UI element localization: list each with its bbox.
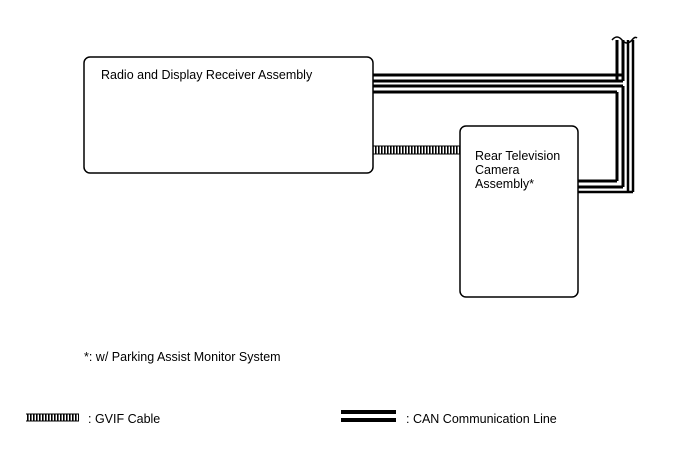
camera-label-line-1: Rear Television	[475, 149, 560, 163]
line-break-symbol	[611, 36, 638, 44]
radio-display-receiver-assembly: Radio and Display Receiver Assembly	[83, 56, 374, 174]
can-legend-label: : CAN Communication Line	[406, 412, 557, 426]
gvif-legend-symbol	[26, 413, 79, 422]
gvif-cable-link	[373, 145, 460, 155]
radio-assembly-label: Radio and Display Receiver Assembly	[101, 68, 313, 82]
camera-label-line-3: Assembly*	[475, 177, 534, 191]
can-communication-bus	[373, 40, 635, 194]
legend-can: : CAN Communication Line	[341, 410, 557, 426]
can-legend-symbol	[341, 410, 396, 422]
legend-gvif: : GVIF Cable	[26, 412, 160, 426]
camera-label-line-2: Camera	[475, 163, 520, 177]
footnote: *: w/ Parking Assist Monitor System	[84, 350, 281, 364]
rear-television-camera-assembly: Rear Television Camera Assembly*	[459, 125, 579, 298]
gvif-legend-label: : GVIF Cable	[88, 412, 160, 426]
